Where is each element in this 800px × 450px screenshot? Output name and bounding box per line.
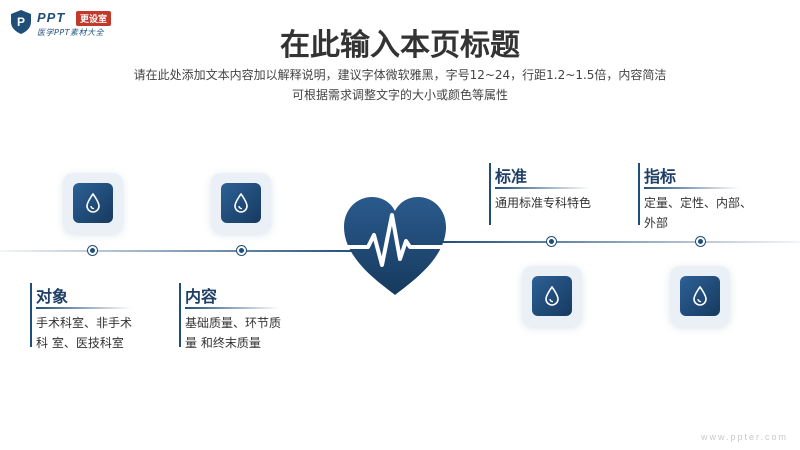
item-body-line-1: 手术科室、非手术	[36, 316, 133, 330]
item-body: 通用标准专科特色	[495, 193, 591, 213]
blood-drop-icon	[86, 193, 100, 213]
item-block-indicator: 指标 定量、定性、内部、 外部	[638, 163, 778, 233]
item-underline	[36, 307, 131, 309]
item-icon-box-2	[211, 173, 271, 233]
item-bar	[489, 163, 491, 225]
item-icon-box-3	[522, 266, 582, 326]
item-block-object: 对象 手术科室、非手术 科 室、医技科室	[30, 283, 160, 353]
item-bar	[30, 283, 32, 347]
timeline-dot-3	[547, 237, 556, 246]
item-underline	[185, 307, 280, 309]
timeline-right-line	[440, 241, 800, 243]
logo-brand-text: PPT	[37, 10, 66, 25]
footer-watermark: www.ppter.com	[700, 432, 788, 442]
item-body-line-2: 量 和终末质量	[185, 336, 261, 350]
logo-badge: 更设室	[76, 11, 112, 26]
timeline-dot-2	[237, 246, 246, 255]
item-icon-box-4	[670, 266, 730, 326]
brand-logo: P PPT 更设室 医学PPT素材大全	[10, 8, 130, 38]
heartbeat-heart-icon	[340, 197, 450, 295]
item-body: 手术科室、非手术 科 室、医技科室	[36, 313, 132, 353]
item-underline	[495, 187, 590, 189]
blood-drop-icon	[693, 286, 707, 306]
item-body-line-2: 科 室、医技科室	[36, 336, 124, 350]
item-bar	[179, 283, 181, 347]
item-body: 基础质量、环节质 量 和终末质量	[185, 313, 281, 353]
item-underline	[644, 187, 739, 189]
item-heading: 指标	[644, 167, 677, 186]
page-title: 在此输入本页标题	[280, 28, 520, 63]
timeline-dot-1	[88, 246, 97, 255]
item-body-line-1: 通用标准专科特色	[495, 196, 592, 210]
item-heading: 内容	[185, 287, 218, 306]
item-block-content: 内容 基础质量、环节质 量 和终末质量	[179, 283, 309, 353]
item-icon-box-1	[63, 173, 123, 233]
item-body-line-1: 定量、定性、内部、	[644, 196, 753, 210]
blood-drop-icon	[545, 286, 559, 306]
logo-tagline: 医学PPT素材大全	[37, 28, 105, 37]
timeline-left-line	[0, 250, 360, 252]
item-body: 定量、定性、内部、 外部	[644, 193, 752, 233]
timeline-dot-4	[696, 237, 705, 246]
subtitle-line-1: 请在此处添加文本内容加以解释说明，建议字体微软雅黑，字号12~24，行距1.2~…	[133, 68, 667, 82]
item-bar	[638, 163, 640, 225]
blood-drop-icon	[234, 193, 248, 213]
item-heading: 对象	[36, 287, 69, 306]
svg-text:P: P	[17, 15, 25, 29]
item-heading: 标准	[495, 167, 528, 186]
shield-p-icon: P	[11, 10, 31, 34]
item-body-line-2: 外部	[644, 216, 669, 230]
item-block-standard: 标准 通用标准专科特色	[489, 163, 619, 233]
subtitle-line-2: 可根据需求调整文字的大小或颜色等属性	[291, 88, 508, 102]
item-body-line-1: 基础质量、环节质	[185, 316, 282, 330]
